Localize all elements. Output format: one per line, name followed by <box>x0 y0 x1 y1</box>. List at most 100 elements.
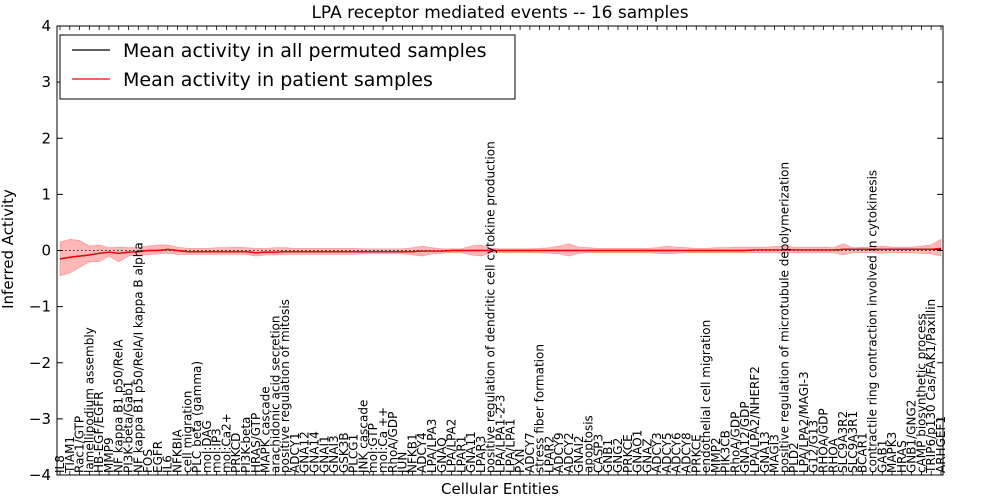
x-tick-label: JUN <box>396 452 410 474</box>
x-tick-label: ADCY2 <box>562 432 576 473</box>
y-tick-label: 2 <box>41 129 51 147</box>
x-tick-label: G12/G13 <box>807 420 821 473</box>
x-tick-label: JNK cascade <box>356 400 370 474</box>
plot-area: −4−3−2−101234IL8TIAM1Rac1/GTPlamellipodi… <box>29 17 948 484</box>
y-axis-label: Inferred Activity <box>0 189 17 309</box>
x-tick-label: endothelial cell migration <box>699 320 713 473</box>
x-tick-label: HRAS <box>895 440 909 473</box>
x-tick-label: GNG2 <box>611 438 625 473</box>
x-tick-label: positive regulation of microtubule depol… <box>777 162 791 473</box>
x-tick-label: NF kappa B1 p50/RelA/I kappa B alpha <box>131 242 145 473</box>
x-tick-label: SLC9A3R1 <box>846 411 860 473</box>
x-tick-label: FOS <box>141 449 155 473</box>
x-tick-label: GNA13 <box>758 431 772 473</box>
x-tick-label: TIAM1 <box>63 436 77 474</box>
x-tick-label: GNAI1 <box>317 435 331 473</box>
x-tick-label: GNB1 <box>601 439 615 473</box>
patient-band <box>59 238 942 277</box>
x-tick-label: RhoA/GDP <box>728 412 742 473</box>
x-tick-label: LPA/LPA2 <box>445 419 459 473</box>
x-tick-label: MMP2 <box>709 437 723 473</box>
x-tick-label: mol:Ca ++ <box>376 407 390 473</box>
x-tick-label: ADCY8 <box>679 432 693 473</box>
x-tick-label: PI3K-beta <box>239 417 253 473</box>
x-tick-label: GNB1/GNG2 <box>905 400 919 473</box>
legend-box <box>59 34 516 100</box>
legend: Mean activity in all permuted samples Me… <box>59 34 516 100</box>
series-line-patient <box>59 247 942 260</box>
x-tick-label: IL6 <box>161 455 175 473</box>
x-tick-label: ADCY7 <box>523 432 537 473</box>
x-tick-label: LPAR1 <box>454 436 468 473</box>
x-tick-label: ADCY5 <box>660 432 674 473</box>
x-tick-label: RhoA/GDP <box>386 412 400 473</box>
x-tick-label: Rac1/GTP <box>73 416 87 473</box>
x-tick-label: MAPK cascade <box>259 386 273 473</box>
permuted-band <box>60 248 941 261</box>
x-tick-label: GNA14 <box>308 431 322 473</box>
x-tick-label: TRIP6/p130 Cas/FAK1/Paxillin <box>924 299 938 474</box>
x-tick-label: apoptosis <box>582 415 596 473</box>
x-tick-label: LPA/LPA1-2-3 <box>494 395 508 473</box>
y-tick-label: 3 <box>41 73 51 91</box>
x-tick-label: EGFR <box>151 441 165 473</box>
x-tick-label: mol:Ca2+ <box>219 413 233 473</box>
x-tick-label: HRAS/GTP <box>249 413 263 473</box>
legend-text-patient: Mean activity in patient samples <box>123 69 433 91</box>
x-tick-label: LPA/LPA3 <box>425 419 439 473</box>
x-tick-label: stress fiber formation <box>533 344 547 473</box>
x-tick-label: ARHGEF1 <box>934 416 948 473</box>
y-tick-label: −4 <box>29 466 51 484</box>
x-axis-label: Cellular Entities <box>441 480 559 498</box>
x-tick-label: GNAZ <box>640 438 654 473</box>
x-tick-label: GNAQ <box>435 437 449 473</box>
y-tick-label: −3 <box>29 410 51 428</box>
x-tick-label: GNAI3 <box>327 435 341 473</box>
x-tick-label: RHOA/GDP <box>817 408 831 473</box>
x-tick-label: NFKB1 <box>405 433 419 473</box>
x-tick-label: mol:GTP <box>366 423 380 473</box>
x-tick-label: cAMP biosynthetic process <box>914 313 928 473</box>
x-tick-label: arachidonic acid secretion <box>268 316 282 473</box>
x-tick-label: LPA/LPA2/NHERF2 <box>748 366 762 473</box>
x-tick-label: MAPK3 <box>885 432 899 473</box>
x-tick-label: PLD2 <box>787 442 801 473</box>
x-tick-label: GAB1 <box>875 440 889 473</box>
x-tick-label: PRKCD <box>229 433 243 473</box>
y-tick-label: 1 <box>41 185 51 203</box>
x-tick-label: NF kappa B1 p50/RelA <box>112 339 126 473</box>
x-tick-label: PLCG1 <box>347 434 361 473</box>
x-tick-label: cell migration <box>180 391 194 473</box>
x-tick-label: positive regulation of mitosis <box>278 299 292 473</box>
x-tick-label: PLC beta (gamma) <box>190 361 204 473</box>
x-tick-label: IL8 <box>53 455 67 473</box>
x-tick-label: mol:IP3 <box>210 428 224 473</box>
x-tick-label: GNA12 <box>298 431 312 473</box>
x-tick-label: BCAR1 <box>856 432 870 473</box>
x-tick-label: positive regulation of dendritic cell cy… <box>484 141 498 473</box>
x-tick-label: ADCY1 <box>288 432 302 473</box>
x-tick-label: LPA/LPA2/MAGI-3 <box>797 371 811 473</box>
x-tick-label: GNA11 <box>464 431 478 473</box>
y-tick-label: 4 <box>41 17 51 35</box>
x-tick-label: lamellipodium assembly <box>82 327 96 473</box>
x-tick-label: PI3K-beta/Gab1 <box>122 381 136 473</box>
x-tick-label: GSK3B <box>337 432 351 473</box>
y-tick-label: 0 <box>41 242 51 260</box>
x-tick-label: PRKCE <box>621 434 635 473</box>
x-tick-label: mol:DAG <box>200 420 214 473</box>
x-tick-label: ADCY4 <box>415 432 429 473</box>
x-tick-label: PIK3CB <box>719 430 733 473</box>
x-tick-label: GNAI2 <box>572 435 586 473</box>
x-tick-label: ADCY6 <box>670 432 684 473</box>
chart-title: LPA receptor mediated events -- 16 sampl… <box>311 3 688 23</box>
x-tick-label: contractile ring contraction involved in… <box>865 170 879 473</box>
x-tick-label: HB-EGF/EGFR <box>92 391 106 473</box>
x-tick-label: PXN <box>513 449 527 473</box>
x-tick-label: SLC9A3R2 <box>836 411 850 473</box>
x-tick-label: GNAO1 <box>631 430 645 473</box>
x-tick-label: ADCY9 <box>552 432 566 473</box>
x-tick-label: MMP9 <box>102 437 116 473</box>
y-tick-label: −1 <box>29 298 51 316</box>
